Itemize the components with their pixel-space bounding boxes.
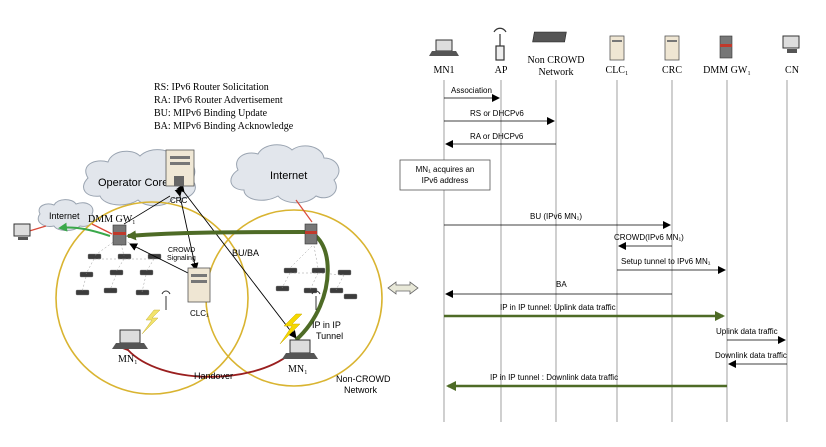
mn1-left-laptop-icon: MN₁ <box>112 329 148 365</box>
crc-label: CRC <box>170 196 188 205</box>
entity-dmm-gw-label: DMM GW₁ <box>703 65 751 76</box>
seq-non-crowd-icon <box>532 31 567 43</box>
legend: RS: IPv6 Router Solicitation RA: IPv6 Ro… <box>154 82 294 132</box>
seq-ap-antenna-icon <box>493 27 507 61</box>
handover-arrow <box>119 341 291 378</box>
view-link-arrow <box>387 281 419 295</box>
msg-crowd-label: CROWD(IPv6 MN₁) <box>614 233 684 242</box>
message-tunnel-downlink: IP in IP tunnel : Downlink data traffic <box>446 373 727 391</box>
msg-bu-label: BU (IPv6 MN₁) <box>530 212 582 221</box>
wireless-link-icon-2 <box>279 313 303 345</box>
crowd-signaling-label-2: Signaling <box>167 255 196 262</box>
non-crowd-label-1: Non-CROWD <box>336 374 391 384</box>
bu-ba-label: BU/BA <box>232 248 259 258</box>
seq-cn-computer-icon <box>782 35 800 53</box>
mn1-left-label: MN₁ <box>118 354 138 365</box>
seq-dmm-gw-icon <box>719 35 733 59</box>
msg-ra-label: RA or DHCPv6 <box>470 132 524 141</box>
message-association: Association <box>444 86 500 102</box>
entity-cn-label: CN <box>785 65 799 76</box>
note-ipv6-address: MN₁ acquires an IPv6 address <box>399 159 491 191</box>
msg-tunnel-downlink-label: IP in IP tunnel : Downlink data traffic <box>490 373 618 382</box>
dmm-internet-link <box>91 223 113 235</box>
ap-antenna-icon <box>161 290 321 310</box>
mn1-right-laptop-icon: MN₁ <box>282 339 318 375</box>
crowd-mesh-lines <box>81 239 155 293</box>
crowd-small-cells <box>75 253 162 296</box>
dmm-gw-icon: DMM GW₁ <box>88 214 136 246</box>
cn-left-computer-icon <box>13 223 31 240</box>
crc-server-icon: CRC <box>165 149 195 205</box>
message-setup-tunnel: Setup tunnel to IPv6 MN₁ <box>617 257 726 274</box>
entity-non-crowd-label: Non CROWD <box>528 55 585 66</box>
internet-to-gw2-link <box>295 199 313 223</box>
msg-rs-label: RS or DHCPv6 <box>470 109 524 118</box>
crowd-signaling-label-1: CROWD <box>168 247 195 254</box>
clc-server-icon: CLC₁ <box>187 267 211 318</box>
internet-label: Internet <box>270 170 307 182</box>
entity-clc-label: CLC₁ <box>606 65 629 76</box>
bu-ba-arrow <box>176 184 297 339</box>
wireless-link-icon <box>141 309 161 335</box>
msg-uplink-label: Uplink data traffic <box>716 327 778 336</box>
non-crowd-gw-icon <box>304 223 318 245</box>
internet-left-cloud: Internet <box>37 199 95 231</box>
message-ba: BA <box>445 280 672 298</box>
seq-crc-server-icon <box>664 35 680 61</box>
legacy-internet-link <box>58 222 111 237</box>
clc-label: CLC₁ <box>190 309 209 318</box>
internet-cloud: Internet <box>230 144 340 204</box>
entity-ap-label: AP <box>495 65 508 76</box>
legend-rs: RS: IPv6 Router Solicitation <box>154 82 269 93</box>
handover-label: Handover <box>194 371 233 381</box>
non-crowd-label-2: Network <box>344 385 378 395</box>
dmm-gw-label: DMM GW₁ <box>88 214 136 225</box>
ip-in-ip-tunnel <box>126 229 330 342</box>
msg-tunnel-uplink-label: IP in IP tunnel: Uplink data traffic <box>500 303 616 312</box>
ip-in-ip-label-1: IP in IP <box>312 320 341 330</box>
entity-crc-label: CRC <box>662 65 682 76</box>
note-line-2: IPv6 address <box>422 176 469 185</box>
operator-core-label: Operator Core <box>98 177 168 189</box>
message-tunnel-uplink: IP in IP tunnel: Uplink data traffic <box>444 303 725 321</box>
msg-downlink-label: Downlink data traffic <box>715 351 787 360</box>
note-line-1: MN₁ acquires an <box>416 165 475 174</box>
ip-in-ip-label-2: Tunnel <box>316 331 343 341</box>
seq-mn1-laptop-icon <box>429 39 459 56</box>
msg-ba-label: BA <box>556 280 567 289</box>
message-bu: BU (IPv6 MN₁) <box>444 212 671 229</box>
crc-to-dmm-link <box>123 195 171 225</box>
mn1-right-label: MN₁ <box>288 364 308 375</box>
legend-bu: BU: MIPv6 Binding Update <box>154 108 268 119</box>
entity-non-crowd-label-2: Network <box>539 67 574 78</box>
message-ra: RA or DHCPv6 <box>445 132 556 148</box>
msg-setup-tunnel-label: Setup tunnel to IPv6 MN₁ <box>621 257 711 266</box>
msg-association-label: Association <box>451 86 492 95</box>
lifelines <box>443 80 788 422</box>
legend-ra: RA: IPv6 Router Advertisement <box>154 95 283 106</box>
message-uplink: Uplink data traffic <box>716 327 786 344</box>
message-downlink: Downlink data traffic <box>715 351 787 368</box>
seq-clc-server-icon <box>609 35 625 61</box>
message-crowd: CROWD(IPv6 MN₁) <box>614 233 684 250</box>
non-crowd-small-cells <box>275 267 358 300</box>
legend-ba: BA: MIPv6 Binding Acknowledge <box>154 121 294 132</box>
message-rs: RS or DHCPv6 <box>444 109 555 125</box>
internet-left-label: Internet <box>49 211 80 221</box>
entity-mn1-label: MN1 <box>433 65 454 76</box>
